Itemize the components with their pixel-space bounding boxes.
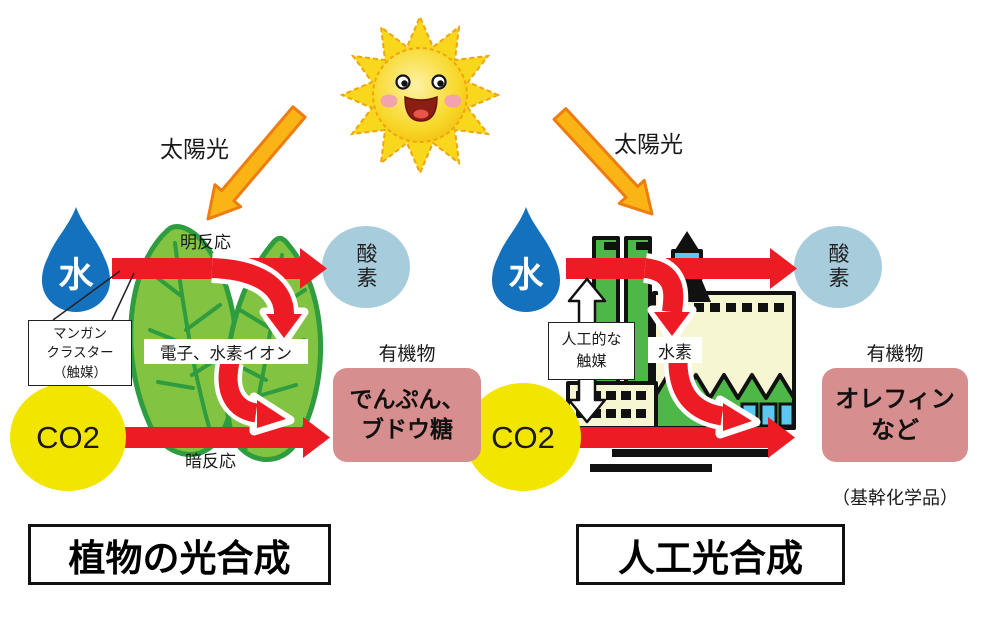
catalyst-text: 人工的な bbox=[561, 331, 622, 349]
callout-line bbox=[111, 272, 135, 321]
title-artificial-photosynthesis: 人工光合成 bbox=[576, 524, 845, 585]
manganese-catalyst-box: マンガン クラスター （触媒） bbox=[28, 320, 132, 386]
catalyst-text: （触媒） bbox=[53, 364, 107, 380]
sunlight-arrow-left bbox=[206, 105, 307, 221]
callout-line bbox=[52, 270, 121, 321]
product-text: でんぷん、 bbox=[349, 386, 465, 413]
catalyst-text: クラスター bbox=[46, 345, 114, 361]
product-note: （基幹化学品） bbox=[832, 488, 958, 508]
light-reaction-label: 明反応 bbox=[180, 233, 231, 252]
water-label-left: 水 bbox=[58, 256, 94, 295]
oxygen-label-left: 酸素 bbox=[356, 243, 378, 291]
ground-line bbox=[590, 464, 712, 472]
water-label-right: 水 bbox=[508, 256, 544, 295]
artificial-catalyst-box: 人工的な 触媒 bbox=[548, 322, 635, 380]
co2-circle-left bbox=[10, 383, 126, 491]
intermediate-band: 電子、水素イオン bbox=[144, 339, 308, 364]
co2-circle-right bbox=[465, 383, 581, 491]
co2-label-right: CO2 bbox=[491, 420, 555, 455]
hydrogen-label: 水素 bbox=[648, 337, 702, 363]
organic-label-left: 有機物 bbox=[378, 344, 436, 365]
sunlight-arrow-right bbox=[552, 107, 654, 216]
synthesis-branch-arrow bbox=[664, 361, 761, 439]
product-box-right: オレフィン など bbox=[822, 368, 968, 462]
dark-reaction-label: 暗反応 bbox=[185, 452, 236, 471]
product-text: など bbox=[871, 417, 919, 444]
co2-label-left: CO2 bbox=[36, 420, 100, 455]
oxygen-label-right: 酸素 bbox=[828, 243, 850, 291]
product-text: ブドウ糖 bbox=[361, 416, 453, 442]
oxygen-ellipse-left bbox=[322, 226, 410, 308]
sunlight-label-right: 太陽光 bbox=[614, 131, 683, 157]
water-to-oxygen-arrow-right bbox=[566, 248, 797, 289]
catalyst-text: 触媒 bbox=[576, 353, 607, 370]
sunlight-label-left: 太陽光 bbox=[160, 136, 229, 162]
product-box-left: でんぷん、 ブドウ糖 bbox=[333, 368, 481, 462]
title-plant-photosynthesis: 植物の光合成 bbox=[28, 524, 331, 585]
ground-line bbox=[612, 449, 770, 457]
light-reaction-branch-arrow bbox=[211, 253, 309, 347]
sun-icon bbox=[339, 14, 501, 176]
organic-label-right: 有機物 bbox=[866, 344, 924, 365]
product-text: オレフィン bbox=[835, 385, 955, 413]
dark-reaction-branch-arrow bbox=[214, 359, 295, 436]
oxygen-ellipse-right bbox=[794, 226, 882, 308]
catalyst-text: マンガン bbox=[53, 325, 107, 341]
hydrogen-branch-arrow bbox=[642, 253, 697, 345]
